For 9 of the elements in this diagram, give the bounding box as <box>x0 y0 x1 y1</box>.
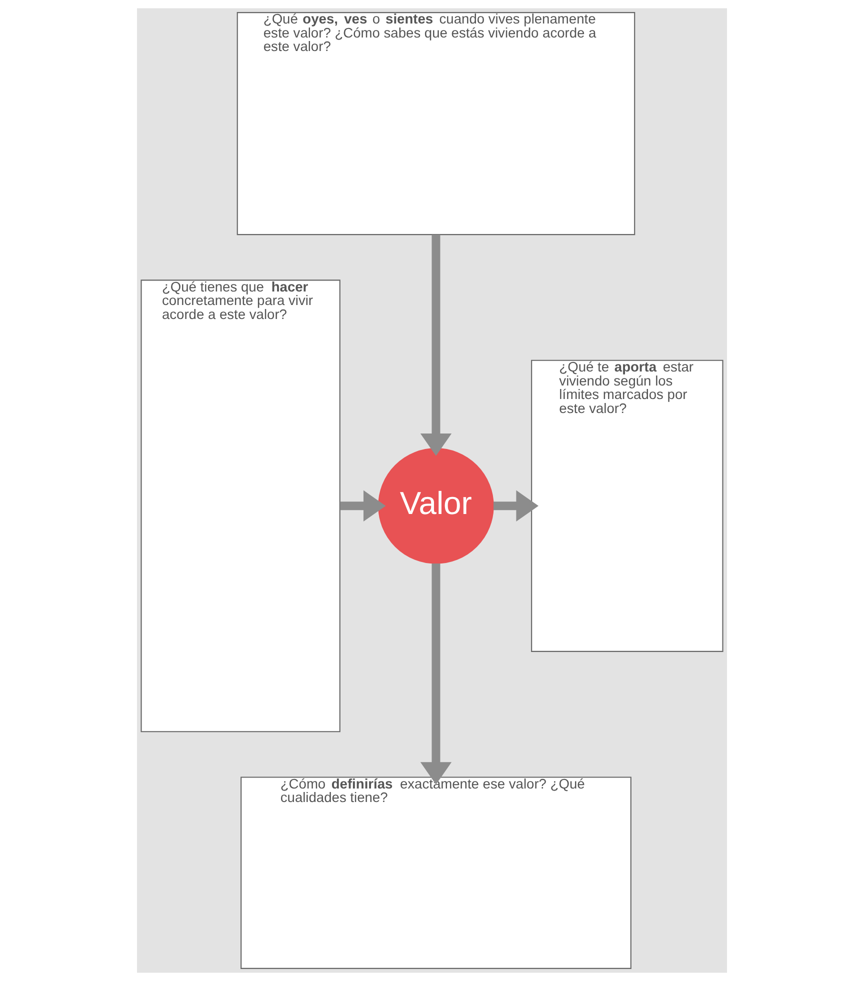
node-box: ¿Qué te aporta estar viviendo según los límites marcados por este valor? <box>530 360 723 652</box>
arrow <box>420 564 452 784</box>
arrow <box>340 490 386 522</box>
node-circle: Valor <box>378 448 494 564</box>
arrow <box>420 234 452 456</box>
node-box: ¿Qué oyes, ves o sientes cuando vives plenamente este valor? ¿Cómo sabes que estás viviendo acorde a este valor? <box>236 12 635 236</box>
node-box: ¿Cómo definirías exactamente ese valor? ¿Qué cualidades tiene? <box>240 776 631 969</box>
arrow <box>492 490 538 522</box>
node-box: ¿Qué tienes que hacer concretamente para vivir acorde a este valor? <box>140 280 340 732</box>
